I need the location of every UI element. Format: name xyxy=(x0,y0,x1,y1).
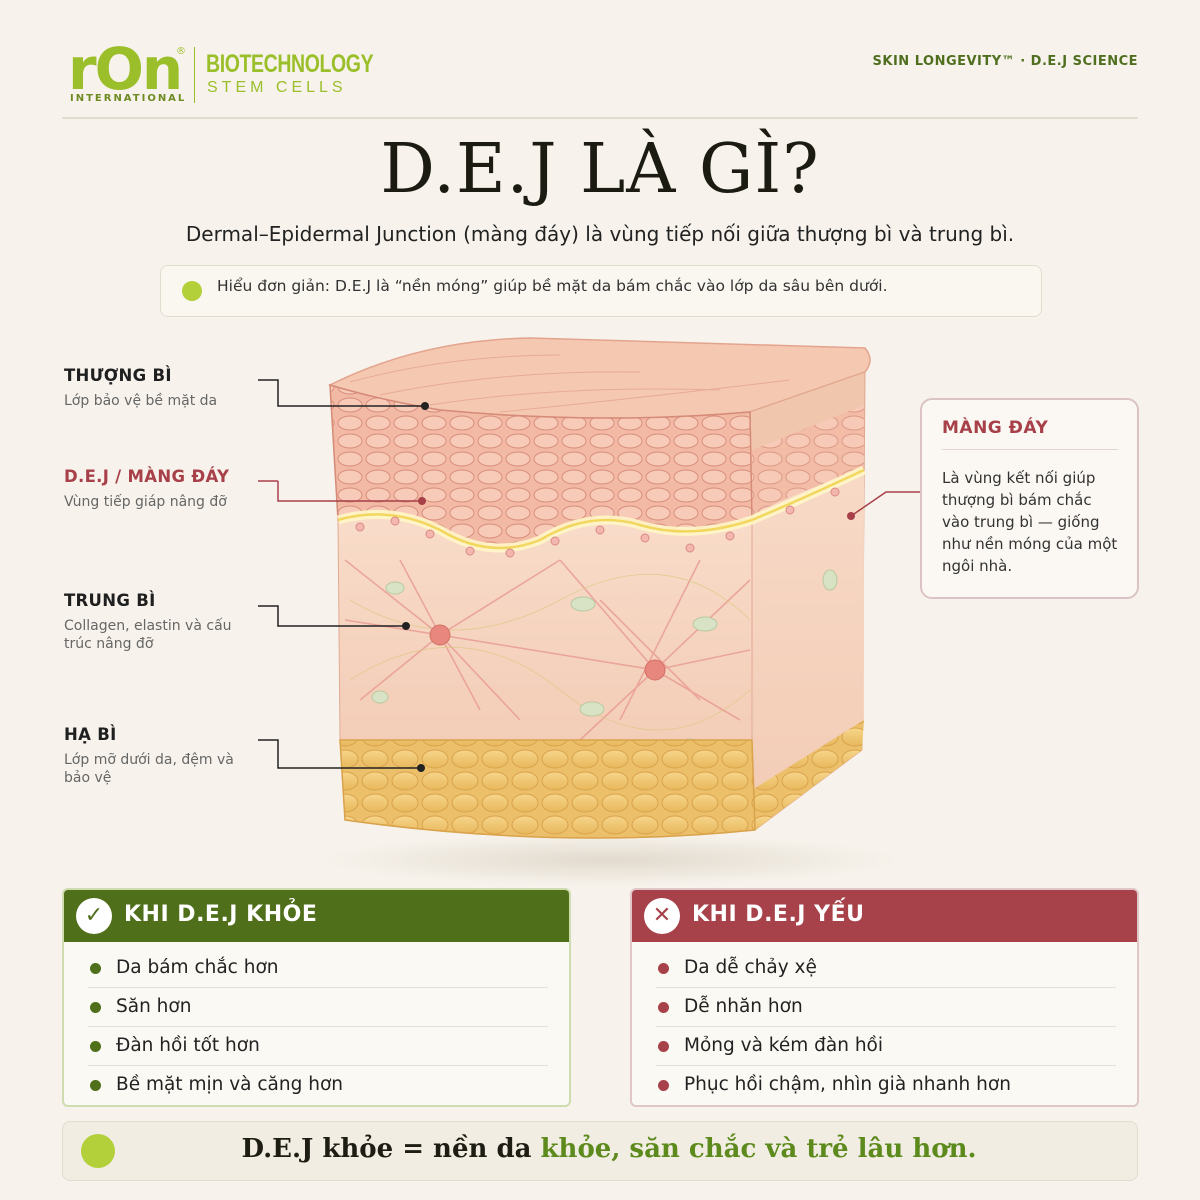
weak-box-header: ✕ KHI D.E.J YẾU xyxy=(632,890,1137,942)
callout-box xyxy=(160,265,1042,317)
weak-dej-box: ✕ KHI D.E.J YẾU Da dễ chảy xệ Dễ nhăn hơ… xyxy=(630,888,1139,1107)
brand-registered-mark: ® xyxy=(176,46,186,57)
list-item: Da bám chắc hơn xyxy=(88,949,548,988)
summary-dot-icon xyxy=(81,1134,115,1168)
skin-cross-section-illustration xyxy=(320,337,900,886)
list-item: Mỏng và kém đàn hồi xyxy=(656,1027,1116,1066)
list-item: Dễ nhăn hơn xyxy=(656,988,1116,1027)
brand-line-1: BIOTECHNOLOGY xyxy=(206,50,374,78)
membrane-leader-line xyxy=(847,491,920,520)
healthy-box-title: KHI D.E.J KHỎE xyxy=(124,902,318,927)
list-item: Bề mặt mịn và căng hơn xyxy=(88,1066,548,1104)
header-tagline: SKIN LONGEVITY™ · D.E.J SCIENCE xyxy=(872,54,1138,69)
page-title: D.E.J LÀ GÌ? xyxy=(380,130,820,209)
hypodermis-fat-layer xyxy=(339,739,756,839)
healthy-box-header: ✓ KHI D.E.J KHỎE xyxy=(64,890,569,942)
healthy-benefits-list: Da bám chắc hơn Săn hơn Đàn hồi tốt hơn … xyxy=(88,949,548,1104)
page-subtitle: Dermal–Epidermal Junction (màng đáy) là … xyxy=(185,222,1015,246)
summary-prefix: D.E.J khỏe = nền da xyxy=(241,1134,541,1164)
callout-text: Hiểu đơn giản: D.E.J là “nền móng” giúp … xyxy=(217,277,888,295)
fibroblast-cell xyxy=(644,659,666,681)
label-dermis-title: TRUNG BÌ xyxy=(64,591,156,610)
check-icon: ✓ xyxy=(76,898,112,934)
callout-dot-icon xyxy=(182,281,202,301)
cross-icon: ✕ xyxy=(644,898,680,934)
header-divider xyxy=(62,117,1138,119)
label-hypodermis-title: HẠ BÌ xyxy=(64,725,117,744)
healthy-dej-box: ✓ KHI D.E.J KHỎE Da bám chắc hơn Săn hơn… xyxy=(62,888,571,1107)
membrane-card-title: MÀNG ĐÁY xyxy=(942,418,1049,438)
label-dej-desc: Vùng tiếp giáp nâng đỡ xyxy=(64,494,227,510)
illustration-shadow xyxy=(320,834,900,886)
list-item: Da dễ chảy xệ xyxy=(656,949,1116,988)
brand-logo: rOn xyxy=(68,35,183,103)
brand-logo-sub: INTERNATIONAL xyxy=(70,93,187,104)
label-dej-title: D.E.J / MÀNG ĐÁY xyxy=(64,467,230,486)
label-epidermis-desc: Lớp bảo vệ bề mặt da xyxy=(64,393,218,409)
label-dermis-desc: Collagen, elastin và cấu trúc nâng đỡ xyxy=(64,618,232,652)
summary-banner xyxy=(62,1121,1138,1181)
list-item: Săn hơn xyxy=(88,988,548,1027)
weak-effects-list: Da dễ chảy xệ Dễ nhăn hơn Mỏng và kém đà… xyxy=(656,949,1116,1104)
membrane-card-divider xyxy=(942,449,1118,450)
summary-highlight: khỏe, săn chắc và trẻ lâu hơn. xyxy=(540,1134,977,1164)
weak-box-title: KHI D.E.J YẾU xyxy=(692,902,865,927)
layer-leader-lines xyxy=(258,379,429,772)
label-epidermis-title: THƯỢNG BÌ xyxy=(64,366,172,385)
membrane-info-card xyxy=(920,398,1139,599)
brand-divider xyxy=(194,47,195,103)
list-item: Đàn hồi tốt hơn xyxy=(88,1027,548,1066)
list-item: Phục hồi chậm, nhìn già nhanh hơn xyxy=(656,1066,1116,1104)
summary-text: D.E.J khỏe = nền da khỏe, săn chắc và tr… xyxy=(0,1134,1200,1164)
membrane-card-body: Là vùng kết nối giúp thượng bì bám chắc … xyxy=(942,469,1118,575)
fibroblast-cell xyxy=(429,624,451,646)
brand-line-2: STEM CELLS xyxy=(207,79,347,96)
label-hypodermis-desc: Lớp mỡ dưới da, đệm và bảo vệ xyxy=(64,752,234,786)
